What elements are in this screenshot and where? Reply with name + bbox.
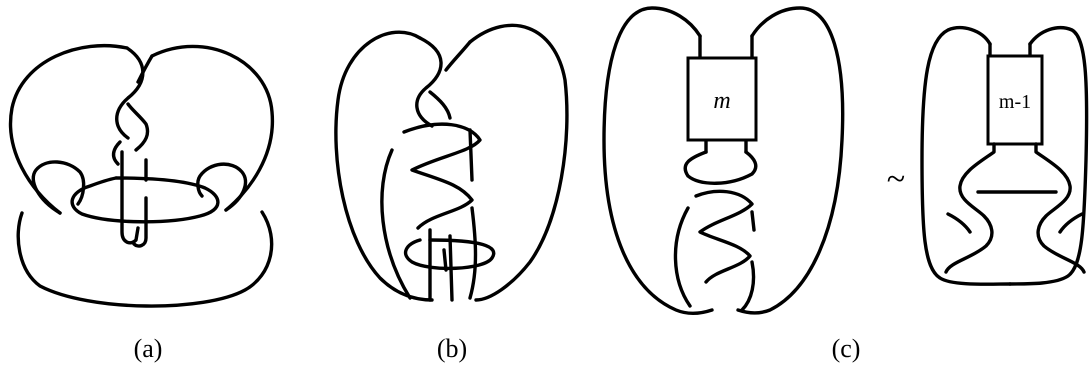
panel-a-twist-strand-1 — [117, 48, 143, 138]
panel-a-right-lobe — [152, 46, 272, 210]
caption-b: (b) — [437, 334, 467, 363]
panel-a-left-lobe — [11, 46, 127, 213]
panel-a-twist-strand-3 — [114, 142, 120, 164]
panel-b-right-lobe — [470, 25, 567, 300]
panel-c-right-knot: m-1 — [922, 28, 1087, 285]
panel-a-knot — [11, 46, 273, 306]
panel-c-braid — [675, 152, 755, 310]
panel-b-knot — [336, 25, 567, 300]
panel-c-right-crossings — [946, 144, 1084, 272]
panel-b-braid-1 — [404, 124, 480, 228]
panel-a-twist-strand-2 — [128, 56, 152, 150]
panel-c-box-m-minus-1-label: m-1 — [999, 91, 1031, 113]
panel-c-right-connectors — [990, 44, 1030, 56]
panel-c-box-m-label: m — [713, 88, 730, 114]
caption-c: (c) — [832, 334, 861, 363]
panel-c-left-knot: m — [604, 8, 843, 313]
panel-b-top-twist — [417, 38, 470, 126]
panel-c-left-outer — [604, 8, 712, 313]
panel-a-vertical-clasp — [122, 152, 146, 246]
panel-a-left-loop — [33, 162, 83, 213]
panel-c-equivalence-symbol: ~ — [887, 161, 905, 198]
caption-a: (a) — [134, 334, 163, 363]
